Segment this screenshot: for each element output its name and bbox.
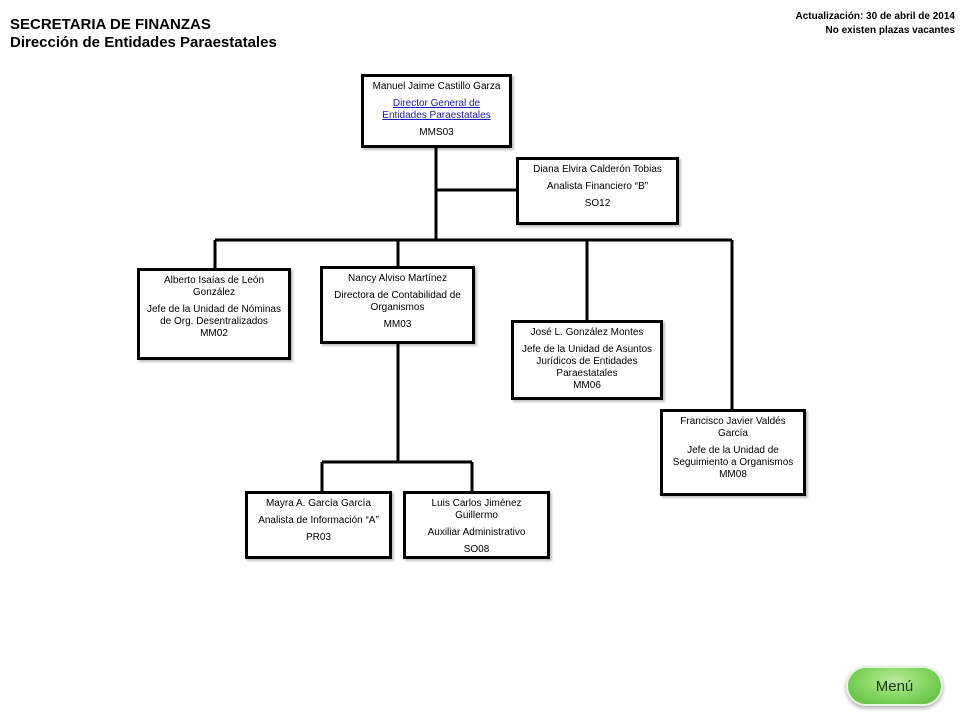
node-code: MMS03 — [419, 127, 454, 138]
node-code: MM08 — [719, 469, 747, 480]
node-contabilidad: Nancy Alviso Martínez Directora de Conta… — [320, 266, 475, 344]
node-analyst-b: Diana Elvira Calderón Tobias Analista Fi… — [516, 157, 679, 225]
node-nominas: Alberto Isaías de León González Jefe de … — [137, 268, 291, 360]
node-code: SO12 — [584, 198, 611, 209]
node-position-link[interactable]: Director General de Entidades Paraestata… — [382, 98, 491, 121]
node-name: Francisco Javier Valdés García — [680, 416, 786, 439]
node-name: Luis Carlos Jiménez Guillermo — [431, 498, 522, 521]
node-seguimiento: Francisco Javier Valdés García Jefe de l… — [660, 409, 806, 496]
node-code: SO08 — [463, 544, 490, 555]
node-name: José L. González Montes — [530, 327, 644, 338]
node-code: MM06 — [573, 380, 601, 391]
vacancy-note: No existen plazas vacantes — [825, 25, 955, 36]
update-date: Actualización: 30 de abril de 2014 — [795, 11, 955, 22]
menu-button[interactable]: Menú — [846, 666, 943, 706]
node-name: Mayra A. García García — [265, 498, 372, 509]
node-position: Analista de Información “A” — [258, 515, 379, 526]
node-code: MM02 — [200, 328, 228, 339]
node-position: Directora de Contabilidad de Organismos — [334, 290, 461, 313]
node-position: Jefe de la Unidad de Nóminas de Org. Des… — [147, 304, 281, 327]
node-position: Jefe de la Unidad de Seguimiento a Organ… — [672, 445, 794, 468]
page-subtitle: Dirección de Entidades Paraestatales — [10, 34, 277, 51]
update-info: Actualización: 30 de abril de 2014 No ex… — [795, 10, 955, 38]
node-analista-a: Mayra A. García García Analista de Infor… — [245, 491, 392, 559]
node-code: PR03 — [305, 532, 331, 543]
node-auxiliar: Luis Carlos Jiménez Guillermo Auxiliar A… — [403, 491, 550, 559]
node-position: Analista Financiero “B” — [546, 181, 649, 192]
node-name: Manuel Jaime Castillo Garza — [372, 81, 501, 92]
node-name: Alberto Isaías de León González — [163, 275, 265, 298]
node-code: MM03 — [383, 319, 412, 330]
node-director: Manuel Jaime Castillo Garza Director Gen… — [361, 74, 512, 148]
node-position: Auxiliar Administrativo — [427, 527, 526, 538]
node-juridicos: José L. González Montes Jefe de la Unida… — [511, 320, 663, 400]
node-name: Nancy Alviso Martínez — [348, 273, 447, 284]
page-title: SECRETARIA DE FINANZAS — [10, 16, 211, 33]
node-position: Jefe de la Unidad de Asuntos Jurídicos d… — [521, 344, 653, 379]
node-name: Diana Elvira Calderón Tobias — [533, 164, 662, 175]
